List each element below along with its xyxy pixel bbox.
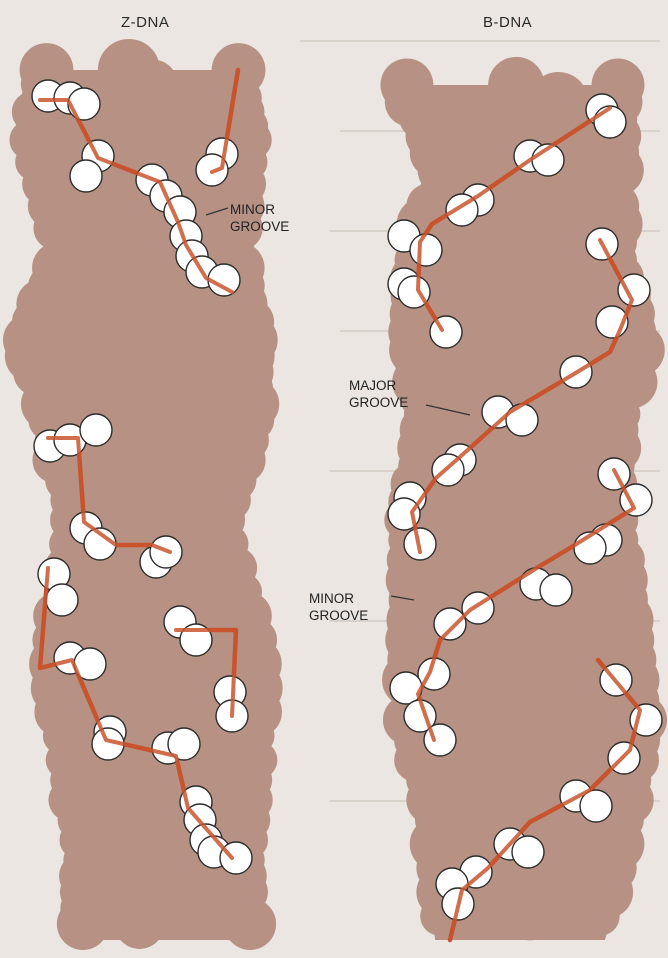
molecule-bump [476, 774, 527, 825]
z-dna-title: Z-DNA [121, 14, 169, 31]
phosphate-group-icon [434, 608, 466, 640]
b-minor-groove-label-line-1: MINOR [309, 590, 368, 607]
b-minor-groove-label: MINOR GROOVE [309, 590, 368, 624]
b-major-groove-label-line-1: MAJOR [349, 377, 408, 394]
phosphate-group-icon [410, 234, 442, 266]
z-minor-groove-label: MINOR GROOVE [230, 201, 289, 235]
z-minor-groove-label-line-2: GROOVE [230, 218, 289, 235]
phosphate-group-icon [70, 160, 102, 192]
molecule-bump [92, 87, 142, 137]
molecule-bump [57, 898, 109, 950]
molecule-bump [515, 458, 567, 510]
molecule-bump [111, 659, 169, 717]
b-major-groove-label-line-2: GROOVE [349, 394, 408, 411]
phosphate-group-icon [594, 106, 626, 138]
molecule-bump [167, 296, 219, 348]
phosphate-group-icon [540, 574, 572, 606]
molecule-bump [101, 258, 158, 315]
phosphate-group-icon [46, 584, 78, 616]
molecule-bump [115, 899, 165, 949]
phosphate-group-icon [68, 88, 100, 120]
molecule-bump [475, 674, 527, 726]
molecule-bump [134, 476, 182, 524]
molecule-bump [173, 361, 227, 415]
molecule-bump [505, 892, 554, 941]
phosphate-group-icon [80, 414, 112, 446]
b-major-groove-label: MAJOR GROOVE [349, 377, 408, 411]
molecule-bump [224, 898, 276, 950]
z-minor-groove-label-line-1: MINOR [230, 201, 289, 218]
b-dna-title: B-DNA [483, 14, 532, 31]
phosphate-group-icon [506, 404, 538, 436]
b-minor-groove-label-line-2: GROOVE [309, 607, 368, 624]
molecule-bump [580, 896, 620, 936]
phosphate-group-icon [390, 672, 422, 704]
phosphate-group-icon [512, 836, 544, 868]
